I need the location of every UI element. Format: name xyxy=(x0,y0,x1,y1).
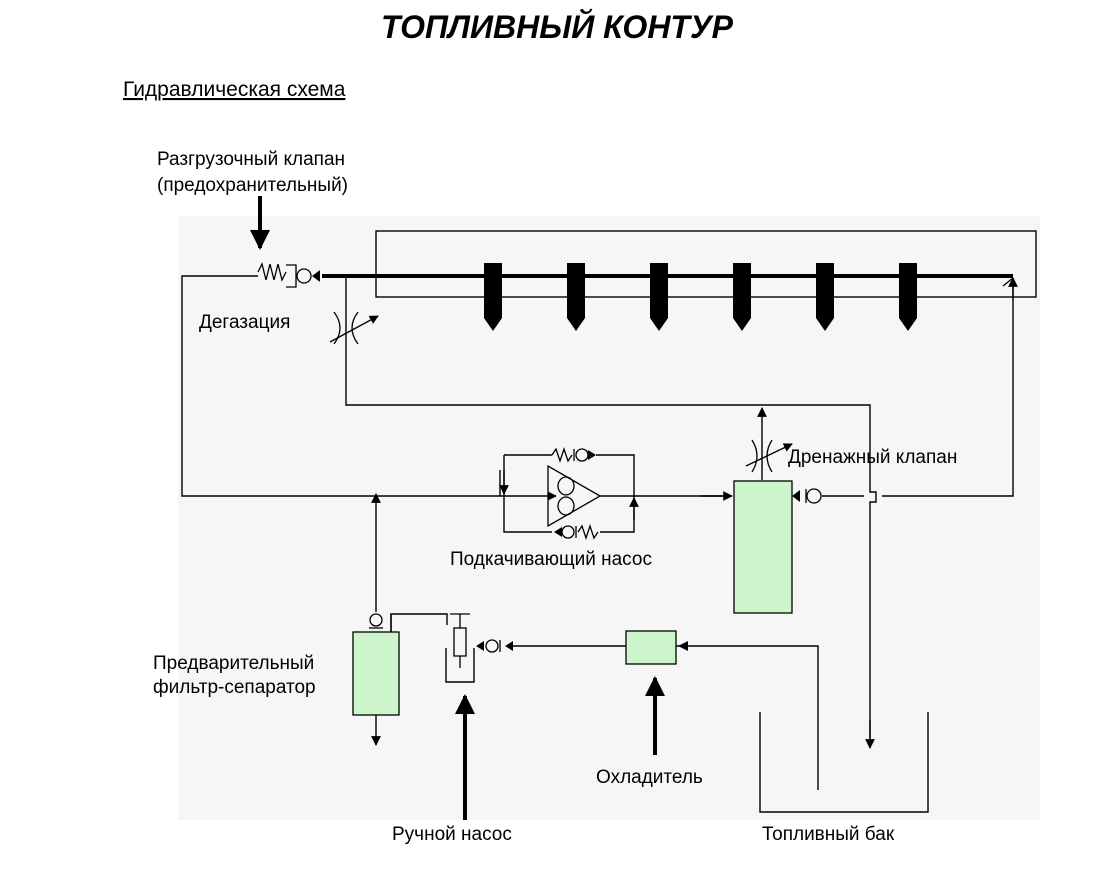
fuel-cooler xyxy=(625,630,677,665)
fuel-tank-label: Топливный бак xyxy=(762,824,895,845)
main-fuel-filter xyxy=(733,480,793,614)
prefilter-label-1: Предварительный xyxy=(153,653,314,674)
fuel-rail xyxy=(322,230,1037,298)
page-title: ТОПЛИВНЫЙ КОНТУР xyxy=(381,9,734,45)
injector-icon xyxy=(816,263,834,331)
prefilter-label-2: фильтр-сепаратор xyxy=(153,677,316,698)
rail-feed-line xyxy=(882,280,1014,497)
page-subtitle: Гидравлическая схема xyxy=(123,78,346,101)
prefilter-separator xyxy=(352,631,400,716)
drain-throttle-icon xyxy=(745,439,793,473)
relief-valve-symbol xyxy=(257,262,320,288)
hand-pump-icon xyxy=(445,613,513,683)
relief-valve-label-1: Разгрузочный клапан xyxy=(157,149,345,170)
injector-icon xyxy=(650,263,668,331)
rail-housing xyxy=(375,230,1037,298)
injector-icon xyxy=(567,263,585,331)
return-line-left xyxy=(181,275,500,497)
tank-return-line xyxy=(869,488,877,745)
degassing-line xyxy=(345,276,871,488)
injector-icon xyxy=(899,263,917,331)
injectors-group xyxy=(484,263,917,331)
drain-valve-label: Дренажный клапан xyxy=(788,447,957,468)
degassing-throttle-icon xyxy=(329,311,379,345)
check-valve-filter-outlet-icon xyxy=(792,488,822,504)
prefilter-check-valve-icon xyxy=(369,613,383,629)
injector-icon xyxy=(733,263,751,331)
relief-valve-label-2: (предохранительный) xyxy=(157,175,348,196)
cooler-label: Охладитель xyxy=(596,767,703,788)
booster-pump-label: Подкачивающий насос xyxy=(450,549,652,570)
injector-icon xyxy=(484,263,502,331)
degassing-label: Дегазация xyxy=(199,312,290,333)
fuel-tank xyxy=(759,712,929,813)
tank-supply-line xyxy=(676,645,819,790)
booster-pump-group xyxy=(499,446,733,541)
diagram-background xyxy=(178,216,1040,820)
hand-pump-label: Ручной насос xyxy=(392,824,512,845)
